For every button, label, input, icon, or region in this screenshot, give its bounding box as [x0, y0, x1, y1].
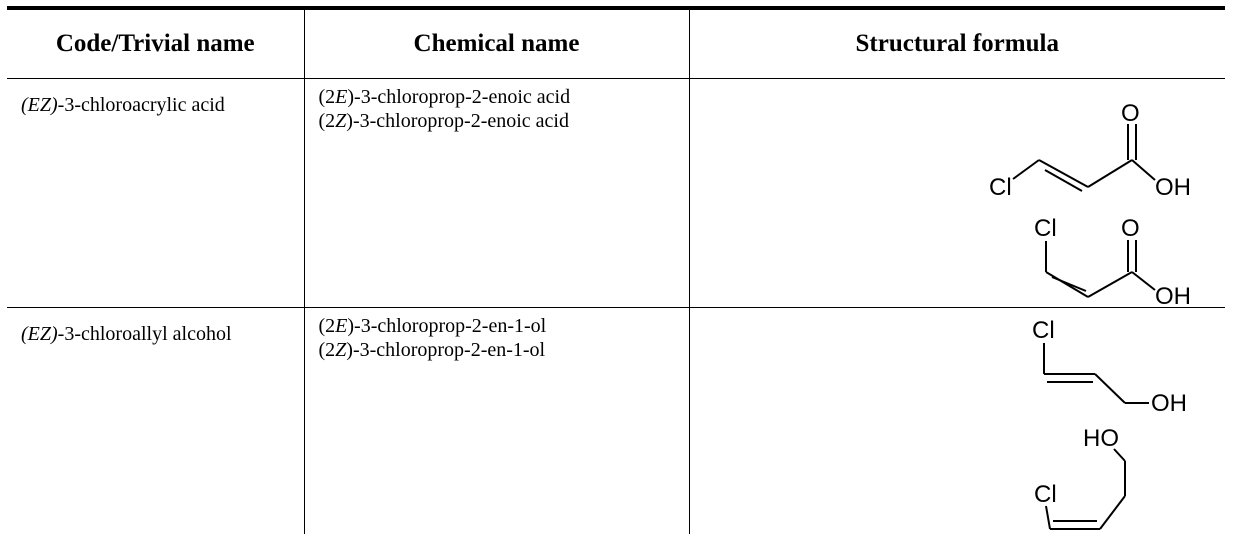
- chemical-name-z: (2Z)-3-chloroprop-2-en-1-ol: [318, 338, 546, 361]
- header-row: Code/Trivial name Chemical name Structur…: [7, 6, 1225, 79]
- chemical-name-e: (2E)-3-chloroprop-2-enoic acid: [318, 85, 571, 108]
- trivial-rest: -3-chloroacrylic acid: [57, 93, 225, 116]
- table-row: (EZ)-3-chloroacrylic acid (2E)-3-chlorop…: [7, 77, 1225, 308]
- atom-oh: OH: [1151, 390, 1187, 417]
- structure-e-isomer: Cl OH: [1032, 317, 1187, 417]
- trivial-prefix: (EZ): [21, 322, 58, 345]
- structure-z-isomer: HO Cl: [1034, 425, 1126, 530]
- atom-oh: OH: [1155, 174, 1191, 201]
- atom-ho: HO: [1083, 425, 1119, 452]
- header-chemical-name: Chemical name: [303, 6, 690, 79]
- structure-chloroallyl-alcohol: Cl OH HO Cl: [1032, 317, 1187, 530]
- trivial-name-cell: (EZ)-3-chloroacrylic acid: [7, 77, 305, 308]
- header-structural-formula: Structural formula: [688, 6, 1225, 79]
- atom-cl: Cl: [989, 174, 1012, 201]
- header-trivial-name: Code/Trivial name: [7, 6, 305, 79]
- structure-e-isomer: O Cl OH: [989, 100, 1191, 201]
- structural-formula-cell: O Cl OH Cl O OH: [688, 77, 1225, 308]
- trivial-rest: -3-chloroallyl alcohol: [57, 322, 232, 345]
- compounds-table: Code/Trivial name Chemical name Structur…: [7, 6, 1225, 534]
- chemical-name-z: (2Z)-3-chloroprop-2-enoic acid: [318, 109, 569, 132]
- atom-o: O: [1121, 215, 1140, 242]
- atom-cl: Cl: [1034, 481, 1057, 508]
- trivial-name-cell: (EZ)-3-chloroallyl alcohol: [7, 306, 305, 534]
- trivial-prefix: (EZ): [21, 93, 58, 116]
- atom-o: O: [1121, 100, 1140, 127]
- structure-chloroacrylic-acid: O Cl OH Cl O OH: [989, 100, 1191, 307]
- atom-oh: OH: [1155, 283, 1191, 307]
- structure-z-isomer: Cl O OH: [1034, 215, 1191, 307]
- atom-cl: Cl: [1032, 317, 1055, 344]
- structural-formula-cell: Cl OH HO Cl: [688, 306, 1225, 534]
- chemical-name-cell: (2E)-3-chloroprop-2-en-1-ol (2Z)-3-chlor…: [303, 306, 690, 534]
- chemical-name-cell: (2E)-3-chloroprop-2-enoic acid (2Z)-3-ch…: [303, 77, 690, 308]
- chemical-name-e: (2E)-3-chloroprop-2-en-1-ol: [318, 314, 547, 337]
- table-row: (EZ)-3-chloroallyl alcohol (2E)-3-chloro…: [7, 306, 1225, 534]
- atom-cl: Cl: [1034, 215, 1057, 242]
